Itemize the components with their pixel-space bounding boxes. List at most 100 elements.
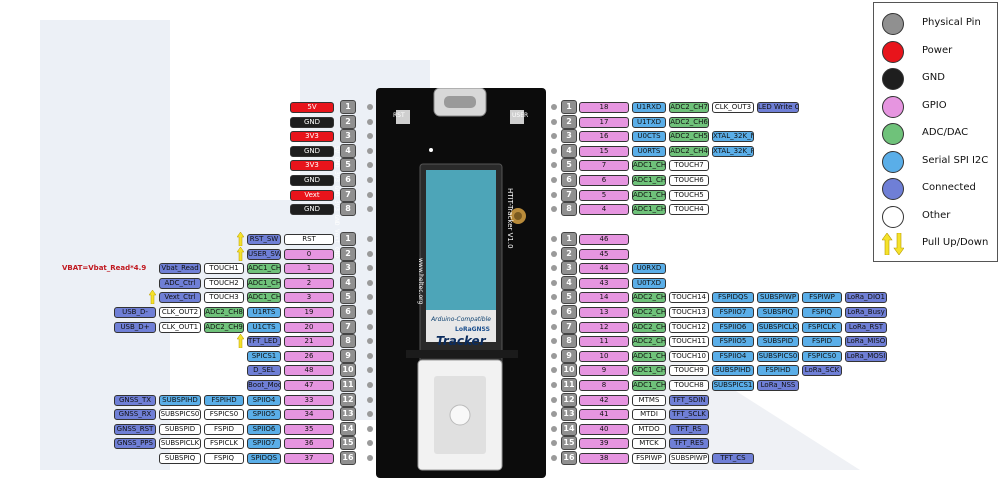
pin-number: 4 <box>561 275 577 290</box>
pin-number: 8 <box>561 202 577 217</box>
header-hole <box>367 133 373 140</box>
pin-number: 14 <box>561 421 577 436</box>
pin-number: 6 <box>561 173 577 187</box>
pin-label: 15 <box>579 145 629 157</box>
legend-swatch <box>882 68 904 90</box>
pin-label: ADC2_CH4 <box>669 145 709 157</box>
pin-label: TOUCH11 <box>669 336 709 348</box>
pin-number: 5 <box>561 158 577 173</box>
header-hole <box>551 177 557 183</box>
pin-label: U1RTS <box>247 307 281 318</box>
pin-label: 9 <box>579 365 629 377</box>
pin-label: ADC_Ctrl <box>159 277 201 289</box>
header-hole <box>367 294 373 301</box>
pin-label: XTAL_32K_P <box>712 145 754 157</box>
pin-number: 16 <box>561 451 577 465</box>
pin-label: 2 <box>284 277 334 289</box>
pin-number: 7 <box>561 187 577 202</box>
pin-label: MTDO <box>632 423 666 435</box>
pin-label: TOUCH9 <box>669 365 709 377</box>
pin-number: 11 <box>340 378 356 392</box>
header-hole <box>367 250 373 257</box>
pin-label: ADC2_CH8 <box>204 307 244 318</box>
pin-label: 21 <box>284 336 334 348</box>
legend-label: Serial SPI I2C <box>922 154 989 166</box>
pin-label: SUBSPIHD <box>712 365 754 377</box>
pin-label: SUBSPICLK <box>757 321 799 333</box>
pin-label: FSPICS0 <box>204 409 244 421</box>
pin-label: Vext <box>290 189 334 201</box>
legend-swatch <box>882 13 904 35</box>
pin-label: CLK_OUT2 <box>159 307 201 318</box>
pin-number: 4 <box>340 275 356 290</box>
pin-label: FSPICS0 <box>802 350 842 362</box>
pin-label: TOUCH2 <box>204 277 244 289</box>
header-hole <box>367 396 373 403</box>
pin-label: 42 <box>579 394 629 406</box>
pin-label: U1RXD <box>632 102 666 113</box>
pin-label: ADC2_CH1 <box>632 321 666 333</box>
pin-label: 6 <box>579 175 629 186</box>
pin-label: 44 <box>579 263 629 275</box>
pin-label: 12 <box>579 321 629 333</box>
legend-swatch <box>882 150 904 173</box>
pin-label: 7 <box>579 160 629 172</box>
header-hole <box>551 133 557 140</box>
pin-label: FSPIWP <box>802 292 842 304</box>
pin-label: 41 <box>579 409 629 421</box>
pin-label: FSPIHD <box>757 365 799 377</box>
pin-label: MTCK <box>632 438 666 450</box>
pin-number: 3 <box>340 129 356 144</box>
pin-label: SUBSPICS0 <box>757 350 799 362</box>
pin-label: ADC1_CH5 <box>632 175 666 186</box>
pin-label: USB_D+ <box>114 321 156 333</box>
header-hole <box>367 206 373 213</box>
pin-label: RST_SW <box>247 234 281 245</box>
header-hole <box>551 309 557 315</box>
pin-label: 13 <box>579 307 629 318</box>
pin-label: CLK_OUT3 <box>712 102 754 113</box>
header-hole <box>551 206 557 213</box>
pin-label: ADC2_CH6 <box>669 116 709 128</box>
pin-label: SUBSPIWP <box>669 453 709 464</box>
pin-label: ADC1_CH2 <box>247 292 281 304</box>
pin-label: GND <box>290 204 334 216</box>
pin-label: 43 <box>579 277 629 289</box>
pin-label: TOUCH1 <box>204 263 244 275</box>
pin-label: GND <box>290 145 334 157</box>
pin-label: SPIDQS <box>247 453 281 464</box>
pin-number: 7 <box>561 319 577 334</box>
pin-number: 12 <box>340 392 356 407</box>
pin-label: U1CTS <box>247 321 281 333</box>
pin-label: GNSS_RX <box>114 409 156 421</box>
pin-label: FSPIDQS <box>712 292 754 304</box>
legend-swatch <box>882 178 904 200</box>
pin-label: SUBSPIQ <box>159 453 201 464</box>
board-name: HTIT-Tracker V1.0 <box>506 188 514 249</box>
pin-label: 4 <box>579 204 629 216</box>
pin-label: FSPIHD <box>204 394 244 406</box>
pin-label: GNSS_RST <box>114 423 156 435</box>
pin-label: SUBSPICS0 <box>159 409 201 421</box>
pin-label: D_SEL <box>247 365 281 377</box>
header-hole <box>551 191 557 198</box>
pin-number: 4 <box>561 143 577 158</box>
header-hole <box>551 352 557 359</box>
header-hole <box>367 352 373 359</box>
header-hole <box>367 455 373 461</box>
pin-number: 10 <box>340 363 356 378</box>
board-product: Tracker <box>436 334 486 348</box>
pin-label: U1TXD <box>632 116 666 128</box>
pin-number: 7 <box>340 319 356 334</box>
pin-label: LoRa_MOSI <box>845 350 887 362</box>
pin-number: 2 <box>561 114 577 129</box>
pin-label: 14 <box>579 292 629 304</box>
pin-label: SUBSPIHD <box>159 394 201 406</box>
pin-number: 15 <box>340 436 356 451</box>
pin-number: 9 <box>340 348 356 363</box>
pin-number: 5 <box>561 290 577 305</box>
pin-label: TFT_RS <box>669 423 709 435</box>
pin-label: 20 <box>284 321 334 333</box>
pin-label: ADC1_CH8 <box>632 365 666 377</box>
pin-number: 4 <box>340 143 356 158</box>
